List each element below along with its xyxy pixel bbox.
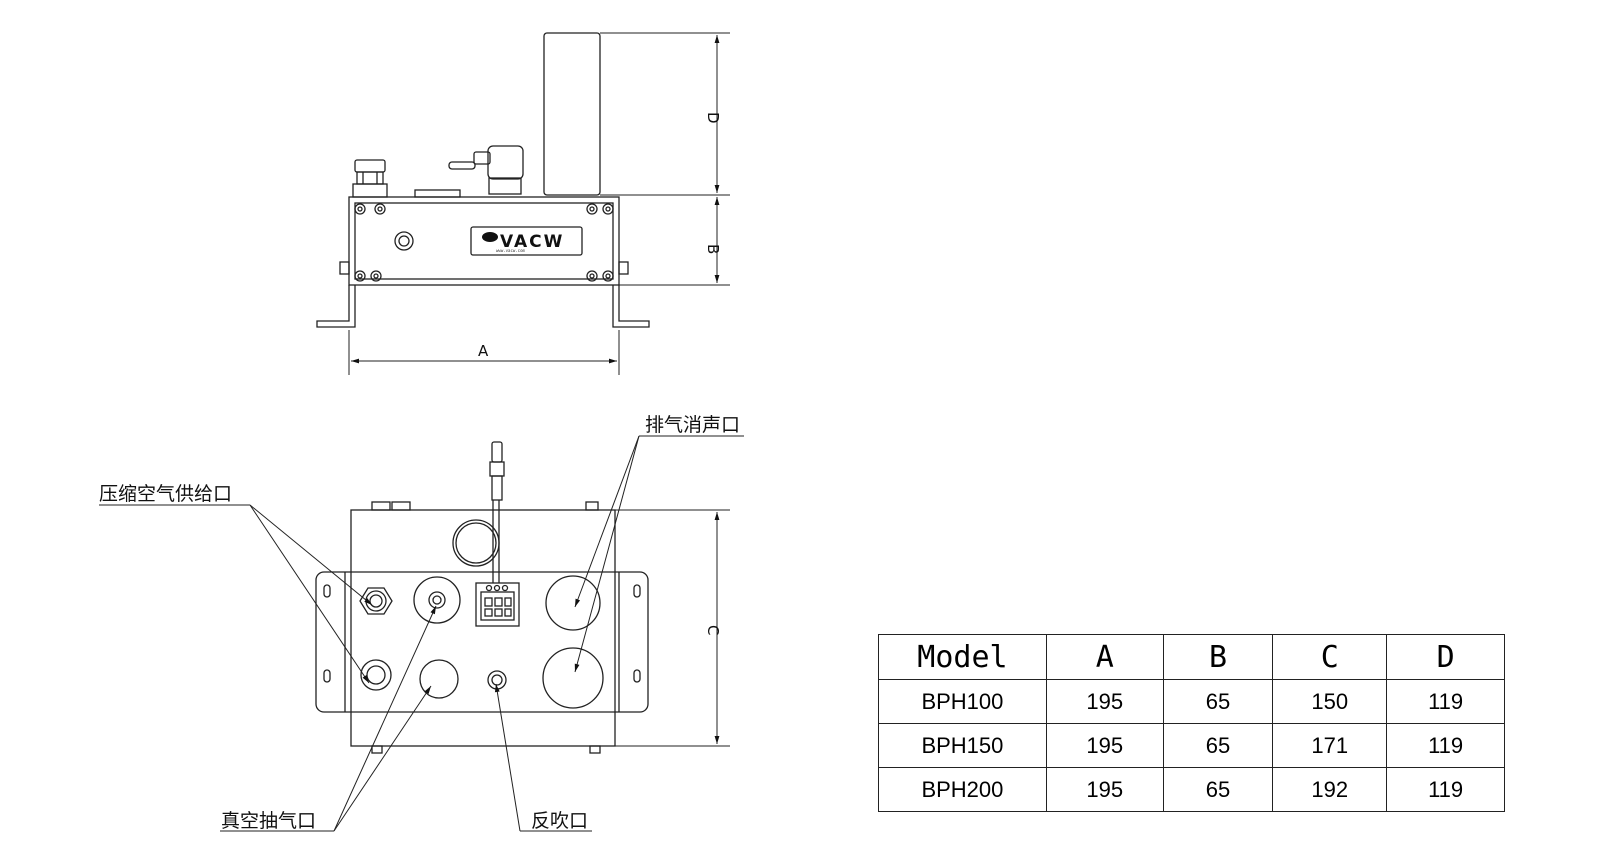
- table-header-row: Model A B C D: [878, 634, 1505, 680]
- cell-a: 195: [1045, 767, 1164, 812]
- table-row: BPH200 195 65 192 119: [878, 767, 1505, 812]
- exhaust-port-lower: [542, 647, 604, 709]
- cell-d: 119: [1386, 679, 1505, 724]
- logo-plate: [470, 226, 583, 256]
- adjust-knob: [394, 231, 414, 251]
- cell-c: 171: [1272, 723, 1388, 768]
- dimension-label-b: B: [704, 244, 722, 254]
- cell-b: 65: [1162, 723, 1274, 768]
- exhaust-port-upper: [545, 575, 601, 631]
- rear-body: [350, 509, 616, 747]
- cell-b: 65: [1162, 679, 1274, 724]
- table-row: BPH100 195 65 150 119: [878, 679, 1505, 724]
- cell-d: 119: [1386, 767, 1505, 812]
- callout-blow-off: 反吹口: [531, 810, 588, 832]
- rear-view: [315, 441, 649, 754]
- callout-compressed-air-inlet: 压缩空气供给口: [99, 483, 232, 505]
- blow-off-port: [487, 670, 507, 690]
- pump-body: [348, 196, 620, 286]
- header-model: Model: [878, 634, 1047, 680]
- muffler-cylinder: [543, 32, 601, 196]
- air-inlet-lower: [360, 659, 392, 691]
- cell-model: BPH100: [878, 679, 1047, 724]
- cell-model: BPH200: [878, 767, 1047, 812]
- callout-vacuum-suction: 真空抽气口: [221, 810, 316, 832]
- dimension-lines-top: [348, 32, 730, 375]
- header-d: D: [1386, 634, 1505, 680]
- table-row: BPH150 195 65 171 119: [878, 723, 1505, 768]
- cell-c: 192: [1272, 767, 1388, 812]
- cell-d: 119: [1386, 723, 1505, 768]
- header-c: C: [1272, 634, 1388, 680]
- spec-table: Model A B C D BPH100 195 65 150 119 BPH1…: [878, 634, 1505, 812]
- header-a: A: [1045, 634, 1164, 680]
- dimension-label-a: A: [478, 342, 489, 360]
- vacuum-port-upper: [413, 576, 461, 624]
- air-inlet-fitting: [359, 587, 393, 615]
- dimension-label-d: D: [704, 112, 722, 124]
- solenoid-valve: [487, 145, 524, 180]
- callout-exhaust-muffler: 排气消声口: [645, 414, 740, 436]
- cell-model: BPH150: [878, 723, 1047, 768]
- cell-a: 195: [1045, 723, 1164, 768]
- front-view: [316, 32, 650, 328]
- vacuum-port-lower: [419, 659, 459, 699]
- cell-b: 65: [1162, 767, 1274, 812]
- vacw-logo: VACW www.vacw.com: [482, 232, 564, 253]
- sensor-connector: [491, 441, 503, 463]
- header-b: B: [1162, 634, 1274, 680]
- svg-text:VACW: VACW: [500, 232, 564, 252]
- push-fitting: [354, 159, 386, 173]
- dimension-line-c: [615, 509, 730, 747]
- dimension-label-c: C: [704, 625, 722, 635]
- cell-c: 150: [1272, 679, 1388, 724]
- pressure-switch: [475, 582, 520, 627]
- cell-a: 195: [1045, 679, 1164, 724]
- mounting-flange: [315, 571, 649, 713]
- leader-lines: [99, 435, 744, 832]
- svg-text:www.vacw.com: www.vacw.com: [496, 248, 525, 253]
